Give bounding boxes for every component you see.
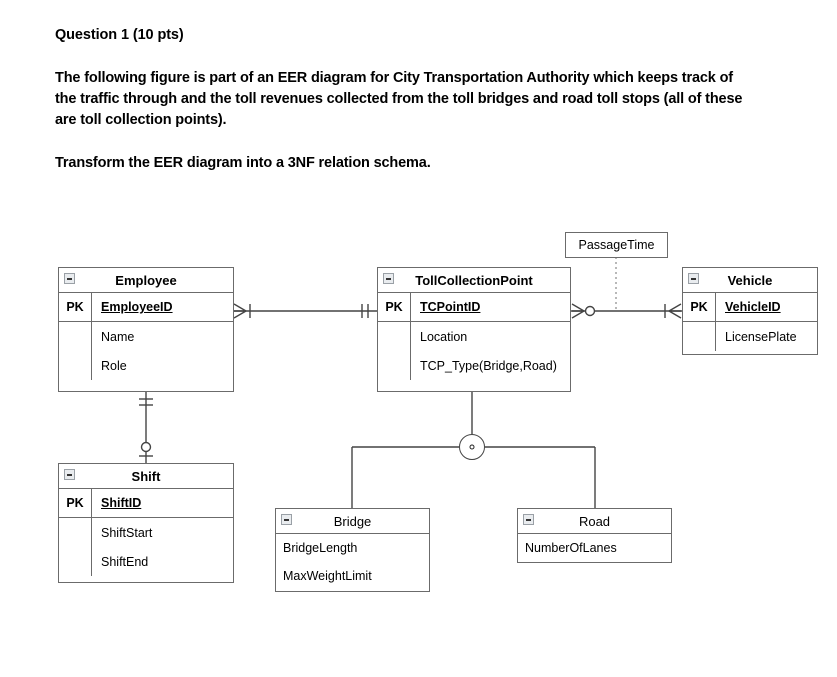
entity-tollcollectionpoint-pk-attribute: TCPointID (420, 300, 481, 314)
crowsfoot-vehicle-end (668, 303, 682, 319)
entity-employee-pk-attribute: EmployeeID (101, 300, 173, 314)
entity-bridge-header: Bridge (276, 509, 429, 534)
entity-tollcollectionpoint-title: TollCollectionPoint (415, 272, 533, 288)
entity-shift-title: Shift (131, 468, 161, 484)
key-cell-empty (378, 351, 411, 380)
key-cell-empty (59, 351, 92, 380)
question-paragraph-1: The following figure is part of an EER d… (55, 69, 743, 128)
entity-road-attribute: NumberOfLanes (525, 541, 617, 555)
entity-tollcollectionpoint-pk-row: PK TCPointID (378, 293, 570, 322)
minus-box-icon[interactable] (523, 514, 534, 525)
entity-vehicle[interactable]: Vehicle PK VehicleID LicensePlate (682, 267, 818, 355)
entity-shift-rows: PK ShiftID ShiftStart ShiftEnd (59, 489, 233, 576)
entity-shift-attribute: ShiftStart (101, 525, 153, 540)
key-cell-empty (59, 518, 92, 547)
entity-road-title: Road (578, 513, 611, 529)
key-cell-empty (683, 322, 716, 351)
crowsfoot-employee-end (233, 303, 247, 319)
entity-vehicle-pk-attribute: VehicleID (725, 300, 781, 314)
entity-employee-pk-row: PK EmployeeID (59, 293, 233, 322)
entity-vehicle-rows: PK VehicleID LicensePlate (683, 293, 817, 351)
entity-employee-header: Employee (59, 268, 233, 293)
entity-bridge[interactable]: Bridge BridgeLength MaxWeightLimit (275, 508, 430, 592)
associative-attribute-passagetime[interactable]: PassageTime (565, 232, 668, 258)
pk-label: PK (59, 293, 92, 321)
entity-shift-attr-row-1: ShiftStart (59, 518, 233, 547)
entity-shift-pk-attribute: ShiftID (101, 496, 142, 510)
entity-tollcollectionpoint-header: TollCollectionPoint (378, 268, 570, 293)
entity-road-rows: NumberOfLanes (518, 534, 671, 562)
entity-tollcollectionpoint-attribute: TCP_Type(Bridge,Road) (420, 358, 557, 373)
entity-road-attr-row-1: NumberOfLanes (518, 534, 671, 562)
minus-box-icon[interactable] (64, 273, 75, 284)
entity-employee-attribute: Name (101, 329, 135, 344)
entity-bridge-attr-row-1: BridgeLength (276, 534, 429, 562)
entity-tollcollectionpoint-attr-row-2: TCP_Type(Bridge,Road) (378, 351, 570, 380)
question-paragraph-2: Transform the EER diagram into a 3NF rel… (55, 154, 431, 171)
minus-box-icon[interactable] (383, 273, 394, 284)
crowsfoot-tcp-vehicle-end (571, 303, 585, 319)
minus-box-icon[interactable] (281, 514, 292, 525)
entity-vehicle-pk-row: PK VehicleID (683, 293, 817, 322)
entity-tollcollectionpoint-rows: PK TCPointID Location TCP_Type(Bridge,Ro… (378, 293, 570, 380)
key-cell-empty (59, 322, 92, 351)
zero-circle-shift-end (140, 441, 152, 453)
entity-bridge-attr-row-2: MaxWeightLimit (276, 562, 429, 590)
entity-road[interactable]: Road NumberOfLanes (517, 508, 672, 563)
entity-shift[interactable]: Shift PK ShiftID ShiftStart ShiftEnd (58, 463, 234, 583)
pk-label: PK (59, 489, 92, 517)
entity-vehicle-header: Vehicle (683, 268, 817, 293)
entity-employee-rows: PK EmployeeID Name Role (59, 293, 233, 380)
entity-employee-title: Employee (115, 272, 177, 288)
minus-box-icon[interactable] (688, 273, 699, 284)
question-text-block: Question 1 (10 pts) The following figure… (55, 26, 765, 174)
entity-employee[interactable]: Employee PK EmployeeID Name Role (58, 267, 234, 392)
entity-bridge-rows: BridgeLength MaxWeightLimit (276, 534, 429, 590)
entity-vehicle-title: Vehicle (727, 272, 773, 288)
entity-road-header: Road (518, 509, 671, 534)
specialization-circle-overlapping[interactable] (459, 434, 485, 460)
entity-bridge-attribute: MaxWeightLimit (283, 569, 372, 583)
entity-employee-attr-row-2: Role (59, 351, 233, 380)
entity-shift-attr-row-2: ShiftEnd (59, 547, 233, 576)
entity-employee-attribute: Role (101, 358, 127, 373)
passagetime-label: PassageTime (578, 238, 655, 252)
pk-label: PK (683, 293, 716, 321)
key-cell-empty (59, 547, 92, 576)
minus-box-icon[interactable] (64, 469, 75, 480)
entity-shift-pk-row: PK ShiftID (59, 489, 233, 518)
entity-vehicle-attr-row-1: LicensePlate (683, 322, 817, 351)
entity-tollcollectionpoint-attr-row-1: Location (378, 322, 570, 351)
zero-circle-tcp-vehicle-end (584, 305, 596, 317)
entity-employee-attr-row-1: Name (59, 322, 233, 351)
entity-bridge-title: Bridge (333, 513, 372, 529)
entity-shift-header: Shift (59, 464, 233, 489)
entity-tollcollectionpoint[interactable]: TollCollectionPoint PK TCPointID Locatio… (377, 267, 571, 392)
entity-tollcollectionpoint-attribute: Location (420, 329, 468, 344)
entity-shift-attribute: ShiftEnd (101, 554, 149, 569)
entity-vehicle-attribute: LicensePlate (725, 329, 797, 344)
question-title: Question 1 (10 pts) (55, 27, 184, 43)
pk-label: PK (378, 293, 411, 321)
key-cell-empty (378, 322, 411, 351)
entity-bridge-attribute: BridgeLength (283, 541, 358, 555)
